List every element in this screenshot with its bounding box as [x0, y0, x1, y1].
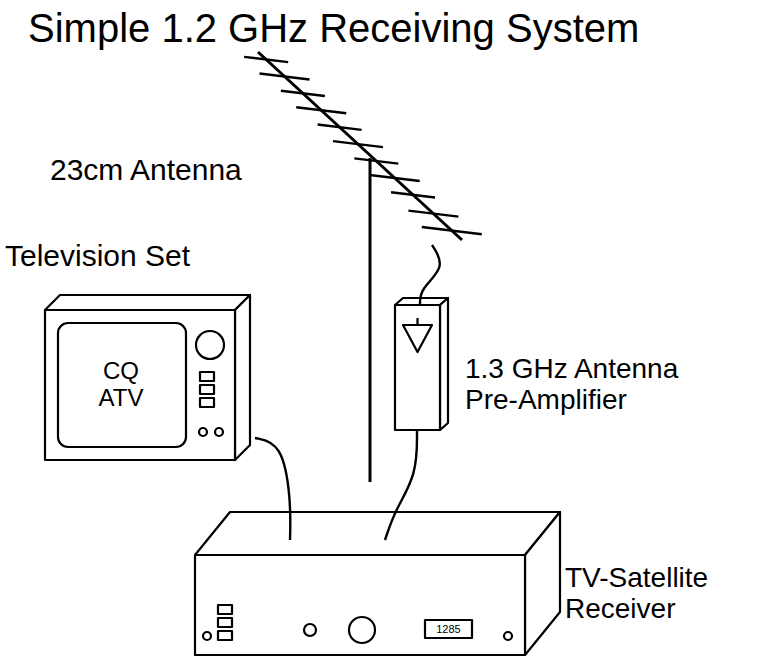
preamp-box	[395, 298, 448, 430]
tv-front	[45, 310, 235, 460]
antenna-element	[260, 73, 310, 79]
receiver-side	[525, 512, 560, 655]
component-label: 1.3 GHz Antenna Pre-Amplifier	[465, 353, 720, 416]
antenna-element	[354, 158, 398, 163]
antenna-element	[391, 192, 435, 197]
tv-button	[200, 385, 214, 394]
receiver-button	[218, 618, 232, 627]
tv-top	[45, 295, 250, 310]
preamp-node: 1.3 GHz Antenna Pre-Amplifier	[395, 305, 447, 430]
coax-cable	[385, 430, 417, 540]
coax-cable	[255, 438, 290, 540]
receiver-display	[425, 620, 472, 638]
antenna-element	[281, 91, 325, 96]
coax-cable	[420, 245, 440, 305]
diagram-title: Simple 1.2 GHz Receiving System	[28, 6, 639, 51]
antenna-element	[244, 57, 288, 62]
tv-button	[200, 398, 214, 407]
antenna-elements	[244, 57, 482, 234]
receiver-top	[195, 512, 560, 555]
amplifier-symbol	[416, 318, 418, 325]
receiver-button	[203, 632, 211, 640]
antenna-element	[296, 107, 346, 113]
antenna-element	[318, 125, 362, 130]
antenna-element	[333, 141, 383, 147]
preamp-side	[440, 298, 448, 430]
receiver-button	[304, 624, 316, 636]
antenna-node: 23cm Antenna	[250, 45, 470, 245]
tv-button	[215, 428, 223, 436]
tv-button	[199, 428, 207, 436]
component-label: TV-Satellite Receiver	[565, 562, 770, 625]
component-label: 23cm Antenna	[50, 153, 242, 187]
television-set	[45, 295, 250, 460]
amplifier-symbol	[403, 325, 432, 352]
tv-knob	[196, 331, 224, 359]
receiver-front	[195, 555, 525, 655]
screen-text: CQ ATV	[81, 358, 161, 412]
receiver-knob	[349, 617, 375, 643]
receiver-button	[504, 632, 512, 640]
antenna-mast	[369, 158, 372, 482]
preamp-front	[395, 305, 440, 430]
antenna-boom	[258, 52, 462, 240]
tv-screen	[58, 323, 186, 447]
component-label: Television Set	[5, 239, 190, 273]
tv-button	[200, 372, 214, 381]
antenna-element	[422, 227, 482, 234]
television-node: Television SetCQ ATV	[45, 295, 255, 463]
receiver-node: 1285TV-Satellite Receiver	[195, 540, 560, 658]
tv-side	[235, 295, 250, 460]
receiver-button	[218, 605, 232, 614]
display-readout: 1285	[436, 623, 460, 635]
receiver-button	[218, 631, 232, 640]
antenna-element	[370, 175, 420, 181]
satellite-receiver	[195, 512, 560, 655]
antenna-element	[408, 211, 458, 217]
